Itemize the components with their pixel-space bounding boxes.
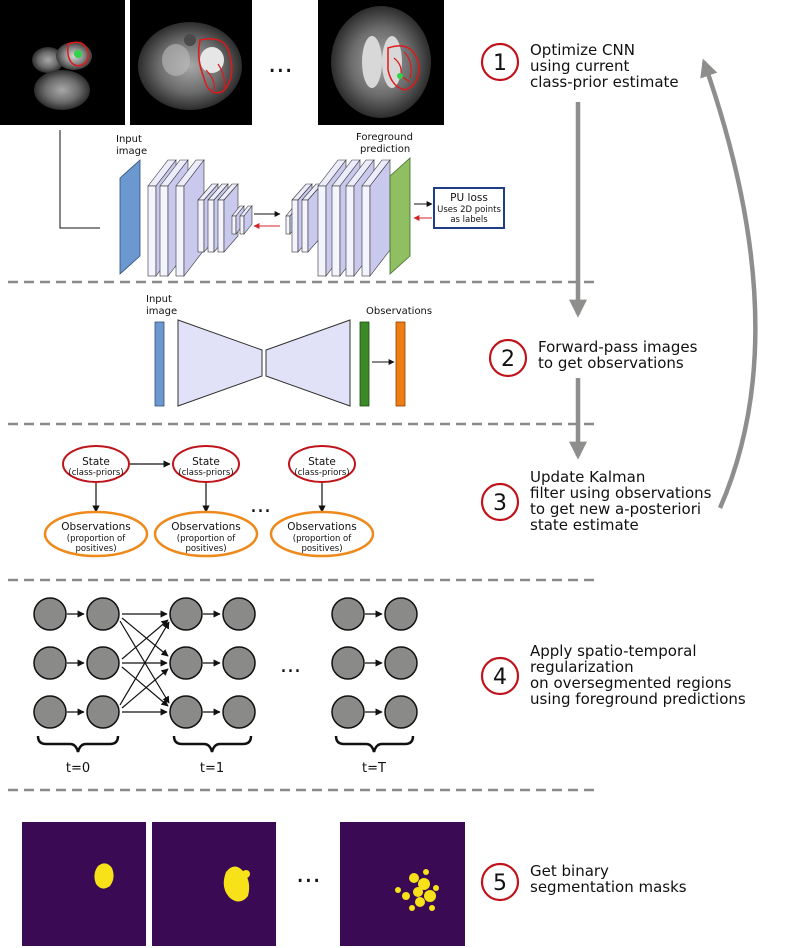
pu-loss-box: [433, 187, 505, 229]
pu-loss-sub-line2: as labels: [450, 215, 488, 225]
graph-edges: [67, 610, 383, 716]
step-5: 5 Get binary segmentation masks: [480, 862, 687, 902]
cnn-encoder: [147, 159, 253, 277]
forward-input-label-line2: image: [146, 306, 177, 317]
graph-nodes: [33, 597, 418, 729]
state-title: State: [308, 456, 336, 468]
observation-layer: [395, 321, 406, 407]
step-4-line-1: Apply spatio-temporal: [530, 642, 697, 660]
step-2: 2 Forward-pass images to get observation…: [488, 338, 698, 378]
obs-sub-line1: (proportion of: [67, 534, 126, 544]
brace-t1: [172, 735, 253, 753]
state-sub: (class-priors): [68, 468, 123, 478]
state-sub: (class-priors): [178, 468, 233, 478]
cnn-output-label-line2: prediction: [360, 144, 410, 155]
step-number: 2: [501, 347, 515, 372]
encoder-trapezoid: [177, 319, 263, 407]
kalman-column-t: State (class-priors) Observations (propo…: [269, 445, 375, 558]
obs-sub-line1: (proportion of: [293, 534, 352, 544]
state-title: State: [82, 456, 110, 468]
pu-loss-title: PU loss: [450, 192, 488, 204]
time-label-t1: t=1: [200, 761, 224, 776]
obs-sub-line2: positives): [301, 544, 342, 554]
mask-image-1: [22, 822, 146, 946]
obs-sub-line2: positives): [75, 544, 116, 554]
step-number: 4: [493, 665, 507, 690]
cnn-decoder: [285, 159, 391, 277]
step-1-line-3: class-prior estimate: [530, 73, 679, 91]
state-sub: (class-priors): [294, 468, 349, 478]
step-4: 4 Apply spatio-temporal regularization o…: [480, 642, 746, 708]
step-4-line-2: regularization: [530, 658, 634, 676]
step-4-line-4: using foreground predictions: [530, 690, 746, 708]
step-1: 1 Optimize CNN using current class-prior…: [480, 41, 679, 91]
obs-title: Observations: [287, 521, 356, 533]
graph-ellipsis: ...: [280, 653, 301, 678]
obs-title: Observations: [171, 521, 240, 533]
cnn-output-label-line1: Foreground: [356, 132, 413, 143]
obs-sub-line2: positives): [185, 544, 226, 554]
mri-ellipsis: ...: [268, 49, 293, 79]
mask-ellipsis: ...: [296, 859, 321, 889]
step-number: 5: [493, 871, 507, 896]
pu-loss-sub-line1: Uses 2D points: [437, 205, 501, 215]
forward-prediction-layer: [359, 321, 370, 407]
time-label-t0: t=0: [66, 761, 90, 776]
kalman-column-1: State (class-priors) Observations (propo…: [43, 445, 149, 558]
step-2-line-2: to get observations: [538, 354, 684, 372]
step-number-circle: [480, 42, 520, 82]
step-number: 3: [493, 491, 507, 516]
step-2-line-1: Forward-pass images: [538, 338, 698, 356]
step-5-line-1: Get binary: [530, 862, 609, 880]
observations-label: Observations: [366, 306, 432, 317]
step-number: 1: [493, 51, 507, 76]
forward-input-layer: [154, 321, 165, 407]
mri-image-2: [130, 0, 252, 125]
step-number-circle: [480, 862, 520, 902]
brace-tT: [334, 735, 415, 753]
cnn-input-label-line1: Input: [116, 134, 142, 145]
mri-image-1: [0, 0, 125, 125]
step-number-circle: [480, 656, 520, 696]
cnn-input-layer: [119, 159, 141, 275]
mask-image-2: [152, 822, 276, 946]
step-3-line-1: Update Kalman: [530, 468, 645, 486]
step-3-line-3: to get new a-posteriori: [530, 500, 701, 518]
step-1-line-2: using current: [530, 57, 630, 75]
input-connector: [59, 130, 100, 229]
state-title: State: [192, 456, 220, 468]
step-number-circle: [480, 482, 520, 522]
time-label-tT: t=T: [362, 761, 386, 776]
mri-image-3: [318, 0, 444, 125]
cnn-output-layer: [389, 157, 411, 275]
step-3-line-4: state estimate: [530, 516, 639, 534]
step-1-line-1: Optimize CNN: [530, 41, 635, 59]
kalman-ellipsis: ...: [250, 493, 271, 518]
decoder-trapezoid: [265, 319, 351, 407]
obs-title: Observations: [61, 521, 130, 533]
obs-sub-line1: (proportion of: [177, 534, 236, 544]
process-loop-arrow: [700, 58, 758, 509]
kalman-column-2: State (class-priors) Observations (propo…: [153, 445, 259, 558]
cnn-input-label-line2: image: [116, 146, 147, 157]
step-5-line-2: segmentation masks: [530, 878, 687, 896]
step-4-line-3: on oversegmented regions: [530, 674, 732, 692]
forward-input-label-line1: Input: [146, 294, 172, 305]
brace-t0: [36, 735, 120, 753]
mask-image-3: [340, 822, 465, 946]
step-3-line-2: filter using observations: [530, 484, 712, 502]
step-number-circle: [488, 338, 528, 378]
step-3: 3 Update Kalman filter using observation…: [480, 468, 712, 534]
